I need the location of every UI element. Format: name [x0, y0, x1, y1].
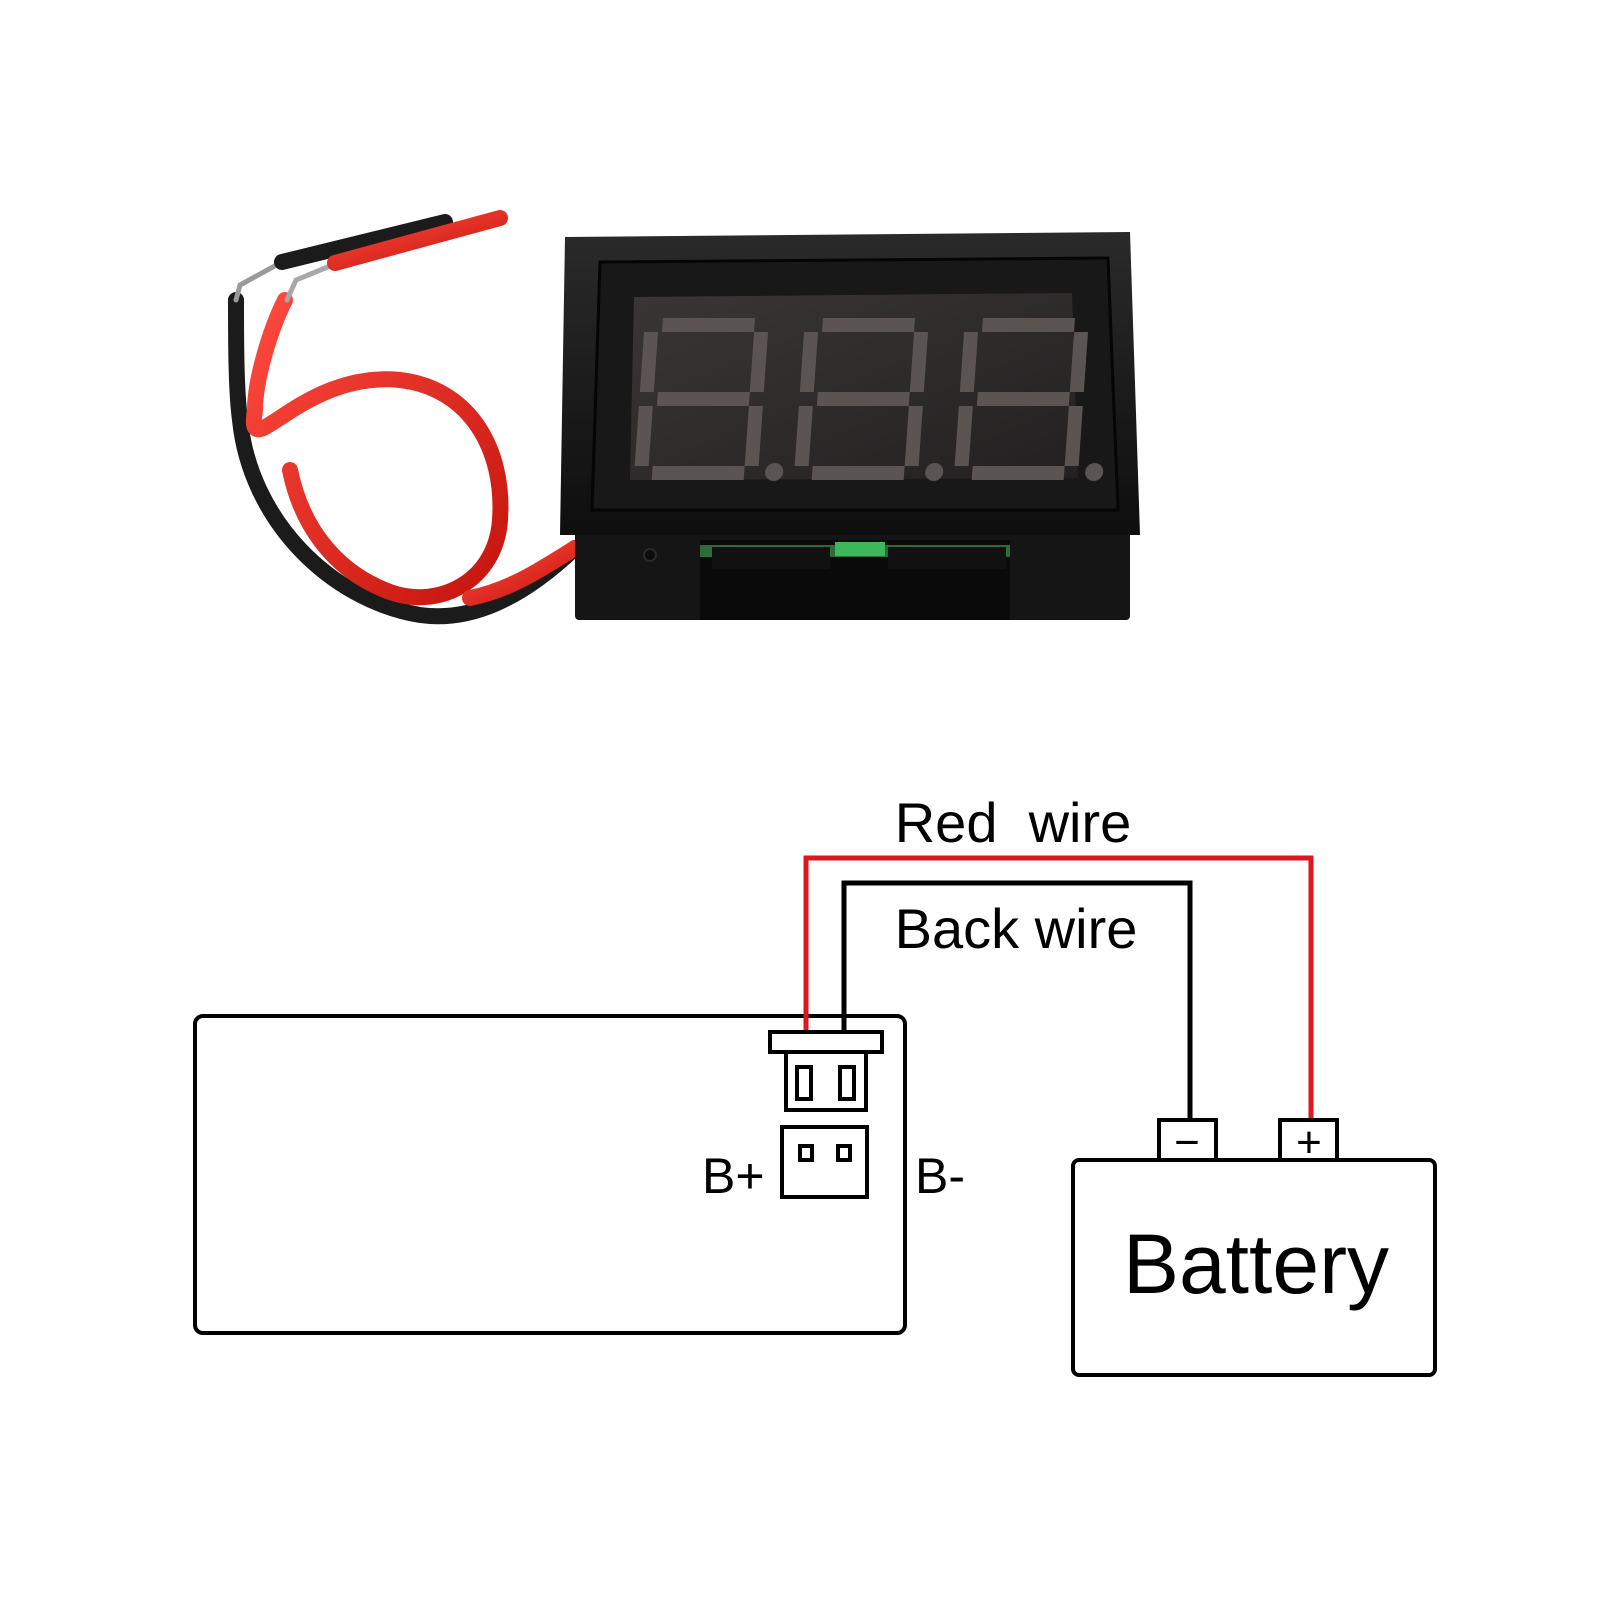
lead-wires	[228, 210, 583, 625]
black-wire-path	[841, 880, 1193, 1120]
battery-body	[1071, 1158, 1437, 1377]
plug-pin-left	[795, 1065, 813, 1101]
digit-3	[954, 318, 1104, 481]
socket-hole-left	[798, 1144, 814, 1162]
black-wire	[228, 292, 583, 625]
wiring-diagram: − + Battery Red wire Back wire B+ B-	[193, 791, 1437, 1377]
red-wire-label: Red wire	[895, 791, 1132, 854]
plug-pin-right	[838, 1065, 856, 1101]
black-wire-bare-end	[233, 259, 285, 303]
digit-2	[794, 318, 944, 481]
red-wire-path	[803, 855, 1314, 1120]
connector-right	[888, 547, 1006, 569]
meter-body-outline	[193, 1014, 907, 1335]
battery: − + Battery	[1071, 1118, 1437, 1377]
terminal-positive-label: B+	[702, 1148, 765, 1204]
terminal-negative-label: B-	[915, 1148, 965, 1204]
red-wire-entry	[462, 540, 583, 606]
socket-body	[780, 1125, 869, 1199]
battery-label: Battery	[1123, 1217, 1389, 1311]
voltmeter-photo	[228, 210, 1140, 625]
terminal-socket	[780, 1125, 869, 1199]
seven-segment-display	[634, 318, 1104, 481]
wire-plug	[768, 1030, 884, 1112]
battery-positive-symbol: +	[1296, 1118, 1322, 1167]
black-wire-label: Back wire	[895, 897, 1138, 960]
red-wire-end	[327, 210, 508, 271]
pcb-component	[835, 542, 885, 556]
connector-left	[712, 547, 830, 569]
digit-1	[634, 318, 784, 481]
housing-screw-hole	[643, 548, 657, 562]
battery-negative-symbol: −	[1174, 1118, 1200, 1167]
red-wire-bare-end	[284, 261, 338, 303]
red-wire	[245, 292, 509, 606]
plug-cap	[768, 1030, 884, 1054]
black-wire-end	[274, 214, 453, 270]
socket-hole-right	[836, 1144, 852, 1162]
